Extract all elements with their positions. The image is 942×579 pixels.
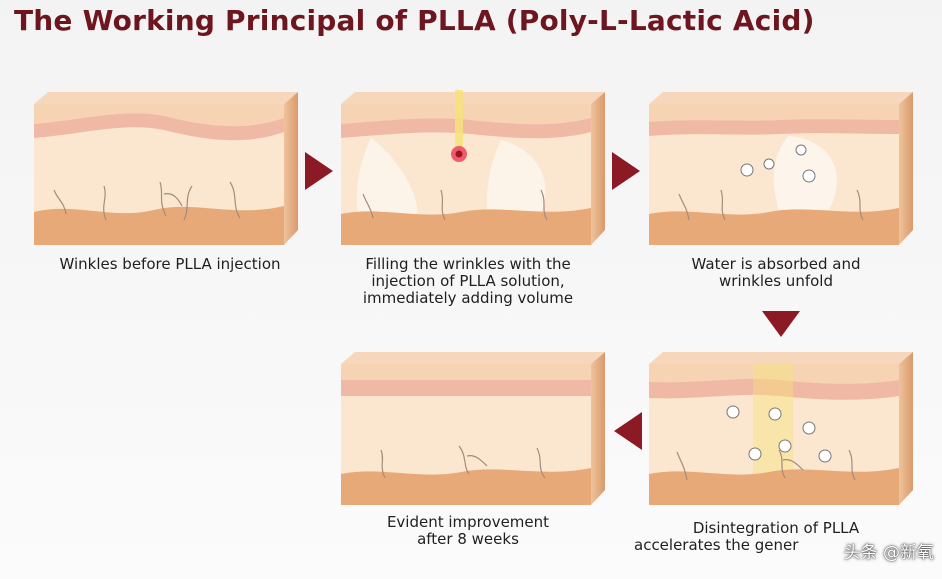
arrow-right-icon [305, 152, 333, 190]
arrow-right-icon [612, 152, 640, 190]
step-caption-before: Winkles before PLLA injection [20, 256, 320, 273]
step-caption-filling: Filling the wrinkles with the injection … [318, 256, 618, 307]
caption-line: Evident improvement [386, 513, 550, 531]
caption-line: immediately adding volume [362, 289, 574, 307]
arrow-left-icon [614, 412, 642, 450]
caption-line: after 8 weeks [417, 530, 519, 548]
skin-panel-disintegration [649, 352, 913, 505]
skin-panel-before [34, 92, 298, 245]
skin-panel-improvement [341, 352, 605, 505]
watermark: 头条 @新氧 [843, 543, 934, 563]
page-title: The Working Principal of PLLA (Poly-L-La… [14, 4, 815, 37]
skin-panel-filling [341, 90, 605, 245]
step-caption-disintegration: Disintegration of PLLA accelerates the g… [626, 520, 926, 554]
caption-line: Filling the wrinkles with the [365, 255, 571, 273]
step-caption-water: Water is absorbed and wrinkles unfold [626, 256, 926, 290]
caption-line: accelerates the gener [634, 536, 799, 554]
caption-line: Water is absorbed and [691, 255, 861, 273]
arrow-down-icon [762, 311, 800, 337]
caption-line: Disintegration of PLLA [692, 519, 860, 537]
caption-line: wrinkles unfold [719, 272, 833, 290]
skin-panel-water-absorbed [649, 92, 913, 245]
step-caption-improvement: Evident improvement after 8 weeks [318, 514, 618, 548]
caption-line: injection of PLLA solution, [371, 272, 565, 290]
caption-line: Winkles before PLLA injection [59, 255, 281, 273]
